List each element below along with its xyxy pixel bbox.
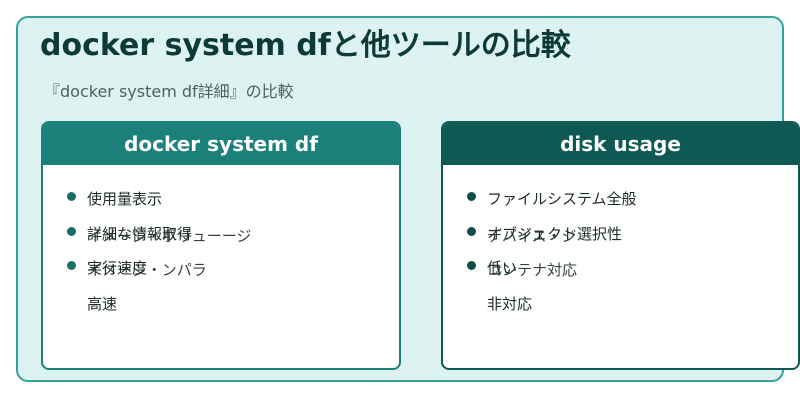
list-item-label: 詳細な情報取得 bbox=[87, 225, 193, 243]
list-item-overlay-label: イメージ・ンパラ bbox=[87, 261, 207, 279]
bullet-icon bbox=[467, 261, 476, 270]
page-subtitle: 『docker system df詳細』の比較 bbox=[44, 82, 294, 101]
list-item-label: 高速 bbox=[87, 295, 118, 313]
bullet-icon bbox=[467, 192, 476, 201]
docker-system-df-card: docker system df 使用量表示 イメージ・ボリューージ 詳細な情報… bbox=[41, 121, 401, 370]
page-title: docker system dfと他ツールの比較 bbox=[40, 28, 571, 63]
list-item-label: ファイルシステム全般 bbox=[487, 190, 637, 208]
list-item-label: オブジェクト選択性 bbox=[487, 225, 623, 243]
list-item-label: 非対応 bbox=[487, 295, 533, 313]
disk-usage-card: disk usage ファイルシステム全般 デバイス・ジ オブジェクト選択性 コ… bbox=[441, 121, 800, 370]
disk-usage-card-header: disk usage bbox=[443, 123, 798, 165]
list-item-label: 実行速度 bbox=[87, 259, 148, 277]
bullet-icon bbox=[67, 192, 76, 201]
list-item-overlay-label: イメージ・ボリューージ bbox=[87, 227, 252, 245]
bullet-icon bbox=[67, 261, 76, 270]
bullet-icon bbox=[67, 227, 76, 236]
list-item-label: 低い bbox=[487, 259, 518, 277]
docker-system-df-card-header: docker system df bbox=[43, 123, 399, 165]
list-item-overlay-label: コンテナ対応 bbox=[487, 261, 578, 279]
list-item-overlay-label: デバイス・ジ bbox=[487, 227, 577, 245]
list-item-label: 使用量表示 bbox=[87, 190, 163, 208]
bullet-icon bbox=[467, 227, 476, 236]
